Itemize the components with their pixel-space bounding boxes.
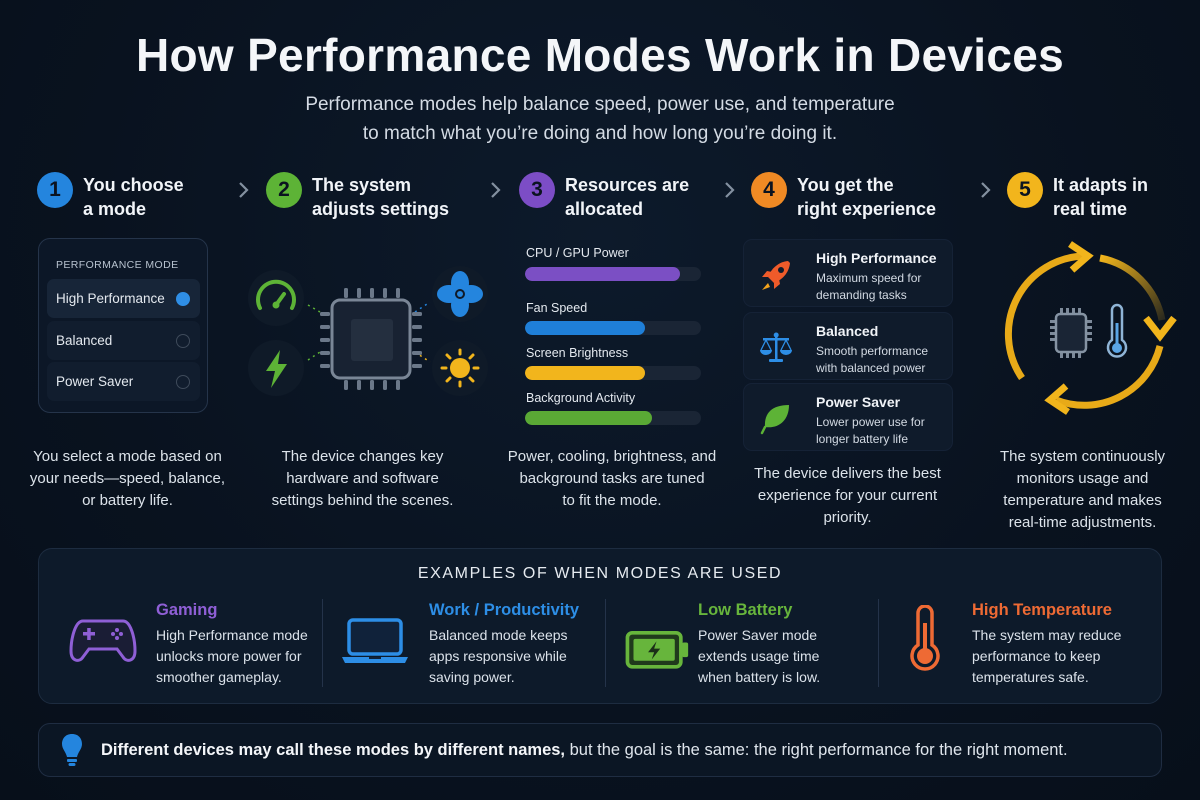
system-adjust-diagram: [248, 266, 488, 396]
tip-banner: Different devices may call these modes b…: [38, 723, 1162, 777]
chip-icon: [320, 288, 422, 390]
battery-icon: [625, 630, 689, 669]
tip-rest: but the goal is the same: the right perf…: [565, 740, 1068, 759]
resource-label: Background Activity: [526, 391, 636, 405]
chip-icon: [1050, 308, 1092, 358]
tip-text: Different devices may call these modes b…: [101, 741, 1068, 760]
page-title: How Performance Modes Work in Devices: [136, 29, 1064, 81]
resource-bar-background: [525, 411, 701, 425]
divider: [878, 599, 879, 687]
mode-option-balanced[interactable]: Balanced: [47, 321, 200, 360]
step-number-badge: 3: [519, 172, 555, 208]
resource-bar-fill: [525, 366, 645, 380]
examples-title: EXAMPLES OF WHEN MODES ARE USED: [417, 565, 783, 582]
resource-label: Fan Speed: [526, 301, 588, 315]
leaf-icon: [760, 405, 789, 435]
lightning-icon: [266, 350, 287, 388]
resource-bar-fill: [525, 321, 645, 335]
scale-icon: [760, 332, 792, 362]
example-title: High Temperature: [972, 601, 1112, 619]
divider: [605, 599, 606, 687]
step-number-badge: 5: [1007, 172, 1043, 208]
thermometer-icon: [1106, 303, 1128, 358]
resource-bar-brightness: [525, 366, 701, 380]
step-number-badge: 2: [266, 172, 302, 208]
example-title: Low Battery: [698, 601, 793, 619]
radio-unselected-icon[interactable]: [176, 374, 190, 389]
resource-label: CPU / GPU Power: [526, 246, 629, 260]
experience-title: Balanced: [816, 323, 879, 339]
sun-icon: [440, 348, 480, 388]
mode-option-power-saver[interactable]: Power Saver: [47, 362, 200, 401]
mode-option-high-performance[interactable]: High Performance: [47, 279, 200, 318]
resource-bar-cpu: [525, 267, 701, 281]
experience-title: Power Saver: [816, 394, 901, 410]
tip-bold: Different devices may call these modes b…: [101, 740, 566, 759]
arrow-right-icon: [957, 182, 991, 198]
radio-unselected-icon[interactable]: [176, 333, 190, 348]
arrow-right-icon: [467, 182, 501, 198]
mode-option-label: Power Saver: [56, 374, 134, 389]
examples-panel: EXAMPLES OF WHEN MODES ARE USED Gaming H…: [38, 548, 1162, 704]
thermometer-icon: [910, 605, 940, 671]
performance-mode-panel: PERFORMANCE MODE High Performance Balanc…: [38, 238, 208, 413]
panel-label: PERFORMANCE MODE: [56, 259, 179, 271]
step-number-badge: 1: [37, 172, 73, 208]
lightbulb-icon: [62, 734, 82, 766]
arrow-right-icon: [215, 182, 249, 198]
resource-bar-fan: [525, 321, 701, 335]
subtitle-line: Performance modes help balance speed, po…: [305, 94, 895, 115]
resource-label: Screen Brightness: [526, 346, 629, 360]
resource-bar-fill: [525, 411, 652, 425]
laptop-icon: [342, 618, 408, 663]
resource-bar-fill: [525, 267, 680, 281]
step-number-badge: 4: [751, 172, 787, 208]
example-title: Gaming: [156, 601, 218, 619]
subtitle-line: to match what you’re doing and how long …: [362, 123, 838, 144]
radio-selected-icon[interactable]: [176, 291, 190, 306]
mode-option-label: High Performance: [56, 291, 165, 306]
mode-option-label: Balanced: [56, 333, 113, 348]
rocket-icon: [762, 261, 790, 290]
gamepad-icon: [69, 619, 137, 662]
real-time-cycle-diagram: [1004, 241, 1177, 415]
experience-title: High Performance: [816, 250, 937, 266]
divider: [322, 599, 323, 687]
cycle-arrows-icon: [1004, 252, 1166, 409]
fan-icon: [437, 271, 483, 317]
example-title: Work / Productivity: [429, 601, 580, 619]
arrow-right-icon: [701, 182, 735, 198]
page-subtitle: Performance modes help balance speed, po…: [0, 90, 1200, 148]
